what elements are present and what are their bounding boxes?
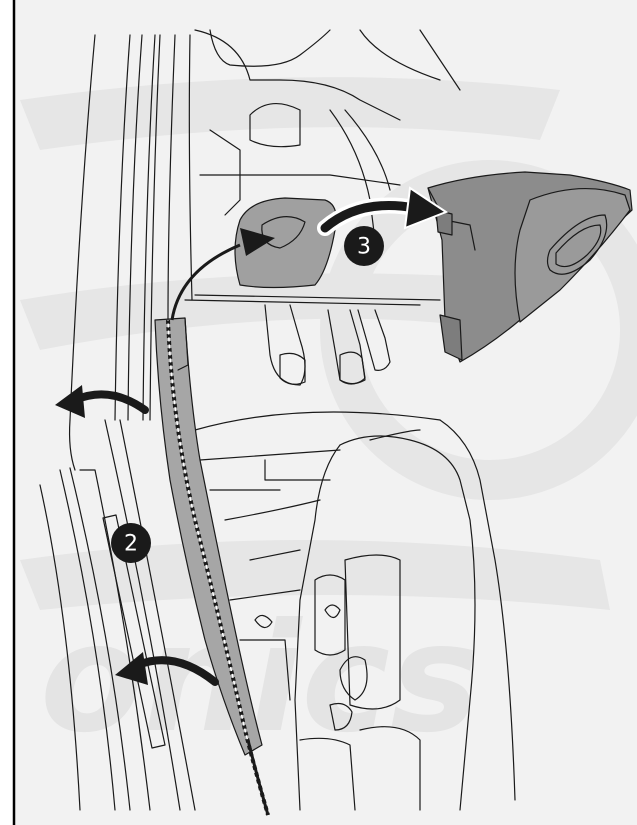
step-badge-2: 2 — [111, 523, 151, 563]
step-number-2: 2 — [124, 532, 138, 557]
step-number-3: 3 — [357, 235, 371, 260]
step-badge-3: 3 — [344, 226, 384, 266]
